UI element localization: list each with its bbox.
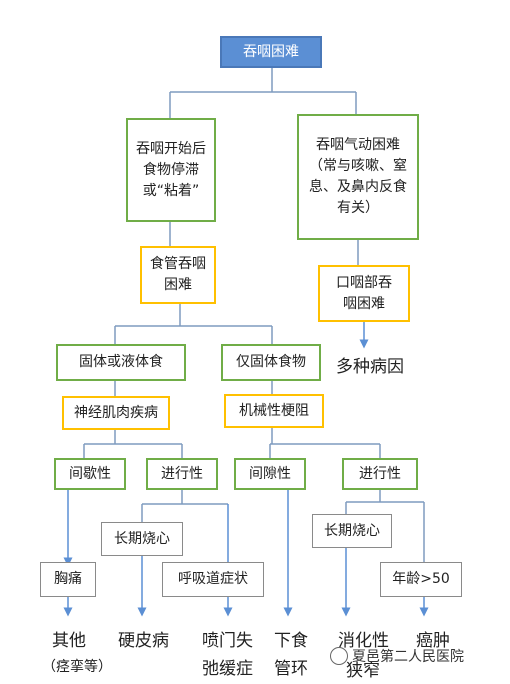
progressive-b-label: 进行性: [359, 465, 401, 482]
neuromuscular-label: 神经肌肉疾病: [74, 404, 158, 421]
mechanical-node: 机械性梗阻: [224, 394, 324, 428]
outcome-other-line1: 其他: [52, 631, 86, 651]
intermittent-a-node: 间歇性: [54, 458, 126, 490]
heartburn-a-node: 长期烧心: [101, 522, 183, 556]
outcome-peptic-line2: 狭窄: [346, 661, 380, 681]
left-l2-label: 食管吞咽困难: [150, 256, 206, 293]
intermittent-a-label: 间歇性: [69, 465, 111, 482]
right-result-text: 多种病因: [336, 357, 404, 377]
age-label: 年龄>50: [392, 571, 450, 587]
heartburn-b-node: 长期烧心: [312, 514, 392, 548]
right-l2-label: 口咽部吞咽困难: [336, 274, 392, 312]
neuromuscular-node: 神经肌肉疾病: [62, 396, 170, 430]
watermark-label: 夏邑第二人民医院: [352, 649, 464, 665]
watermark: 夏邑第二人民医院: [330, 646, 464, 666]
resp-symptoms-node: 呼吸道症状: [162, 562, 264, 597]
wechat-icon: [330, 647, 348, 665]
mechanical-label: 机械性梗阻: [239, 402, 309, 419]
outcome-peptic-line1: 消化性: [338, 631, 389, 651]
outcome-lower-ring-line2: 管环: [274, 659, 308, 679]
outcome-scleroderma: 硬皮病: [118, 631, 169, 651]
outcome-other: 其他: [52, 626, 86, 651]
heartburn-b-label: 长期烧心: [324, 522, 380, 539]
intermittent-b-label: 间隙性: [249, 465, 291, 482]
root-node: 吞咽困难: [220, 36, 322, 68]
intermittent-b-node: 间隙性: [234, 458, 306, 490]
age-node: 年龄>50: [380, 562, 462, 597]
chest-pain-node: 胸痛: [40, 562, 96, 597]
outcome-other-note: （痉挛等）: [42, 659, 112, 675]
solid-liquid-node: 固体或液体食: [56, 344, 186, 381]
left-l2-node: 食管吞咽困难: [140, 246, 216, 304]
right-l1-node: 吞咽气动困难（常与咳嗽、窒息、及鼻内反食有关）: [297, 114, 419, 240]
chest-pain-label: 胸痛: [54, 571, 82, 587]
solid-liquid-label: 固体或液体食: [79, 354, 163, 370]
solid-only-label: 仅固体食物: [236, 354, 306, 370]
progressive-b-node: 进行性: [342, 458, 418, 490]
right-l1-label: 吞咽气动困难（常与咳嗽、窒息、及鼻内反食有关）: [309, 137, 407, 216]
progressive-a-label: 进行性: [161, 465, 203, 482]
outcome-achalasia-line1: 喷门失: [202, 631, 253, 651]
heartburn-a-label: 长期烧心: [114, 530, 170, 547]
left-l1-label: 吞咽开始后食物停滞或“粘着”: [136, 140, 206, 199]
outcome-cancer: 癌肿: [416, 631, 450, 651]
right-l2-node: 口咽部吞咽困难: [318, 265, 410, 322]
outcome-lower-ring-line1: 下食: [274, 631, 308, 651]
progressive-a-node: 进行性: [146, 458, 218, 490]
solid-only-node: 仅固体食物: [221, 344, 321, 381]
root-label: 吞咽困难: [243, 43, 299, 60]
outcome-achalasia-line2: 弛缓症: [202, 659, 253, 679]
resp-symptoms-label: 呼吸道症状: [178, 571, 248, 587]
left-l1-node: 吞咽开始后食物停滞或“粘着”: [126, 118, 216, 222]
